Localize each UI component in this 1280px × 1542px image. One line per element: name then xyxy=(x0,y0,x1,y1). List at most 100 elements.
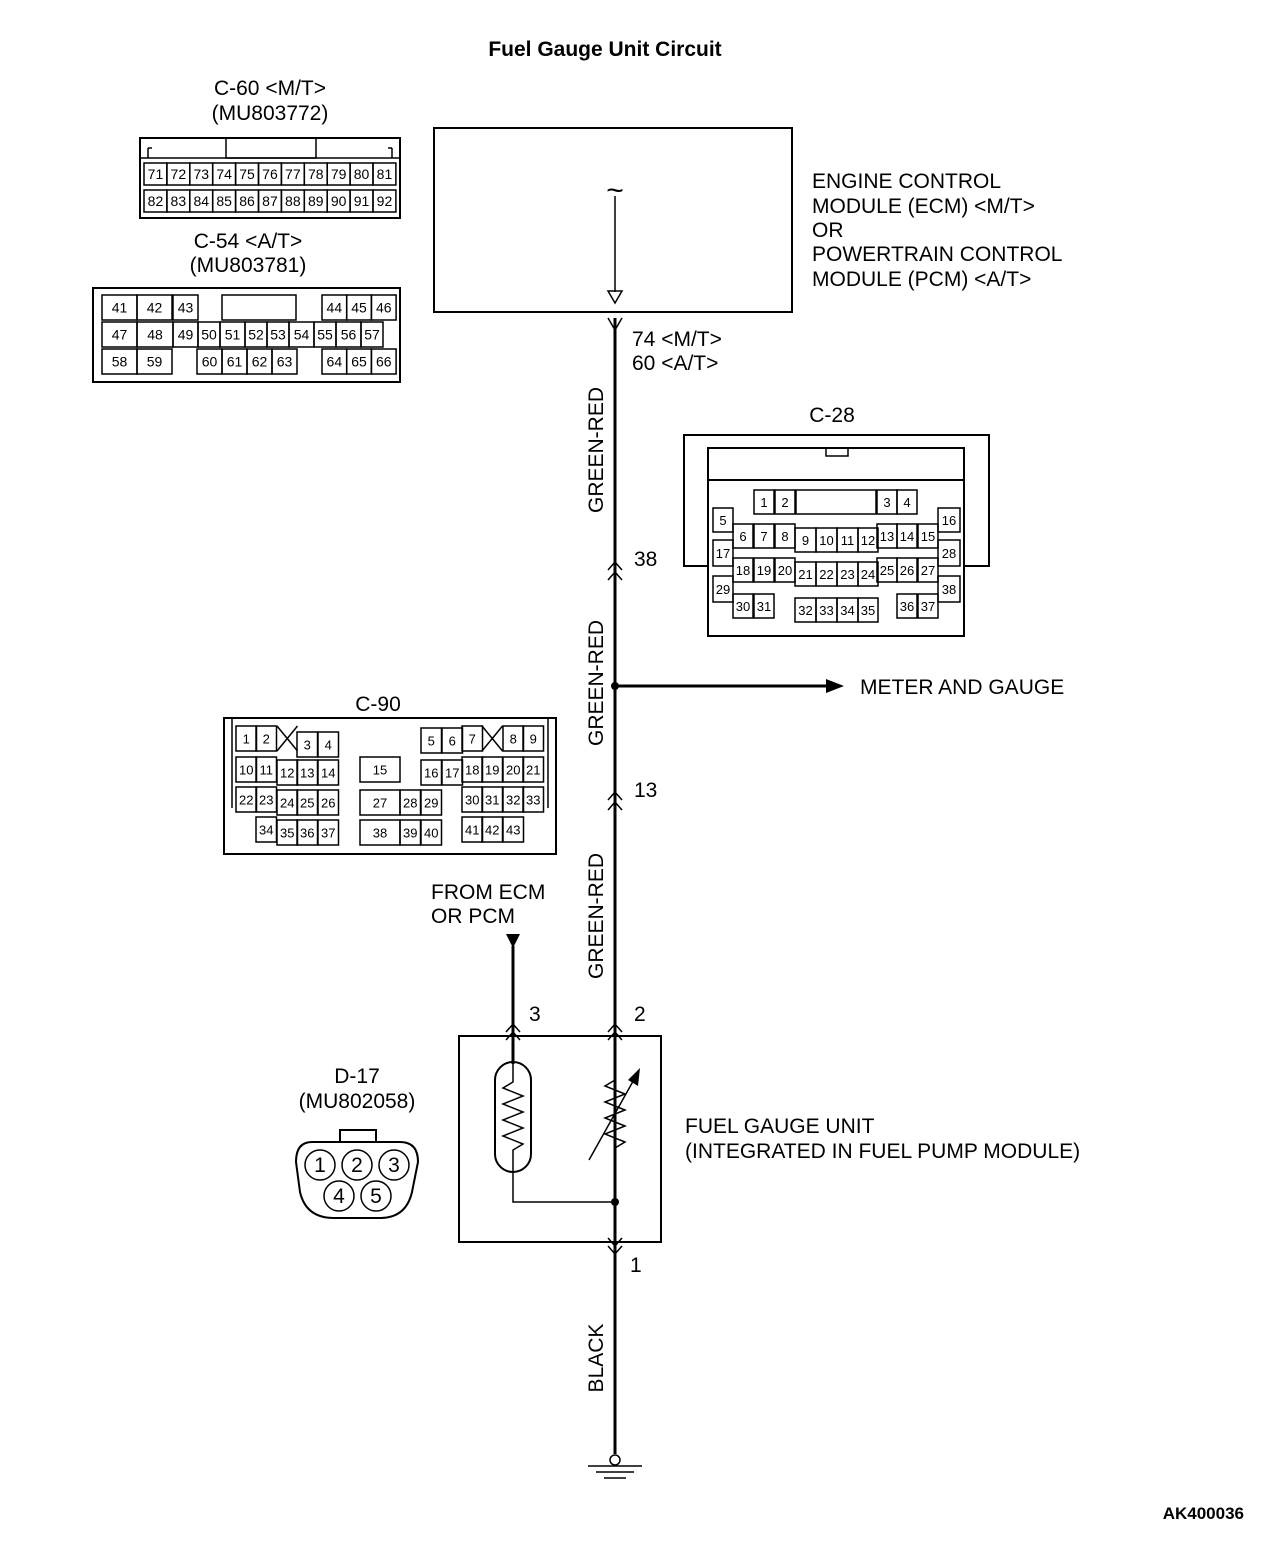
c60-pin-77: 77 xyxy=(285,166,301,182)
d17-pin-2: 2 xyxy=(351,1154,363,1177)
c28-pin-35: 35 xyxy=(861,603,875,618)
c54-pin-50: 50 xyxy=(201,327,217,343)
c90-pin-4-cell xyxy=(317,731,340,758)
c28-pin-13: 13 xyxy=(880,529,894,544)
c28-pin-6: 6 xyxy=(739,529,746,544)
c90-pin-30: 30 xyxy=(465,793,479,808)
c90-pin-29: 29 xyxy=(424,796,438,811)
c28-pin-22: 22 xyxy=(819,567,833,582)
c54-pin-62: 62 xyxy=(252,354,268,370)
c60-pin-92-cell xyxy=(372,189,397,213)
c28-pin-18-cell xyxy=(732,557,754,583)
c54-pin-43: 43 xyxy=(178,300,194,316)
c28-pin-29-cell xyxy=(712,575,734,603)
c90-pin-20: 20 xyxy=(506,763,520,778)
ecm-module: ~ ENGINE CONTROL MODULE (ECM) <M/T> OR P… xyxy=(433,127,1062,313)
c60-pin-88: 88 xyxy=(285,193,301,209)
c60-pin-78: 78 xyxy=(308,166,324,182)
c28-pin-30-cell xyxy=(732,593,754,619)
c90-pin-12: 12 xyxy=(280,766,294,781)
c28-pin-9: 9 xyxy=(802,533,809,548)
c90-pin-34: 34 xyxy=(259,823,273,838)
c54-pin-63-cell xyxy=(271,348,298,375)
c90-pin-7: 7 xyxy=(469,732,476,747)
c28-pin-10: 10 xyxy=(819,533,833,548)
c60-pin-75: 75 xyxy=(239,166,255,182)
c54-pin-46-cell xyxy=(370,294,397,321)
c28-pin-14-cell xyxy=(896,523,918,549)
c28-pin-18: 18 xyxy=(736,563,750,578)
c28-pin-28-cell xyxy=(937,539,961,567)
ground-symbol xyxy=(588,1454,642,1479)
c54-pin-52: 52 xyxy=(248,327,264,343)
c54-pin-49: 49 xyxy=(178,327,194,343)
c54-pin-42: 42 xyxy=(147,300,163,316)
c90-pin-43: 43 xyxy=(506,823,520,838)
c28-pin-6-cell xyxy=(732,523,754,549)
c90-pin-26: 26 xyxy=(321,796,335,811)
pin-2-label: 2 xyxy=(634,1003,646,1026)
c28-pin-16-cell xyxy=(937,507,961,533)
meter-gauge-branch: METER AND GAUGE xyxy=(611,676,1064,699)
c60-pin-85: 85 xyxy=(216,193,232,209)
c90-pin-4: 4 xyxy=(325,738,332,753)
c54-pin-57: 57 xyxy=(364,327,380,343)
ecm-pin-at: 60 <A/T> xyxy=(632,352,718,375)
c28-pin-29: 29 xyxy=(716,582,730,597)
c28-pin-37-cell xyxy=(917,593,939,619)
pin-3-label: 3 xyxy=(529,1003,541,1026)
c90-blank-mark-2 xyxy=(481,725,504,752)
wire-color-ground: BLACK xyxy=(585,1324,608,1393)
c60-pin-82: 82 xyxy=(148,193,164,209)
d17-pin-3: 3 xyxy=(388,1154,400,1177)
c28-pin-3: 3 xyxy=(883,495,890,510)
c60-pin-89: 89 xyxy=(308,193,324,209)
c28-pin-28: 28 xyxy=(942,546,956,561)
ecm-symbol: ~ xyxy=(606,174,624,207)
c28-pin-36-cell xyxy=(896,593,918,619)
c28-pin-37: 37 xyxy=(921,599,935,614)
c54-pin-66: 66 xyxy=(376,354,392,370)
c60-pin-81: 81 xyxy=(377,166,393,182)
c60-pin-86: 86 xyxy=(239,193,255,209)
ecm-label-line-5: MODULE (PCM) <A/T> xyxy=(812,268,1031,291)
c28-pin-4: 4 xyxy=(903,495,910,510)
fuel-gauge-label-2: (INTEGRATED IN FUEL PUMP MODULE) xyxy=(685,1140,1080,1163)
c90-pin-15-cell xyxy=(359,756,401,783)
c90-pin-38: 38 xyxy=(373,826,387,841)
c28-pin-35-cell xyxy=(857,597,879,623)
c54-pin-64: 64 xyxy=(327,354,343,370)
c60-pin-92: 92 xyxy=(377,193,393,209)
c90-pin-7-cell xyxy=(461,725,484,752)
c28-pin-7-cell xyxy=(753,523,775,549)
c90-pin-9-cell xyxy=(522,725,545,752)
c28-pin-11: 11 xyxy=(841,533,855,548)
ecm-label-line-1: ENGINE CONTROL xyxy=(812,170,1001,193)
c60-pin-81-cell xyxy=(372,162,397,186)
connector-c54-part: (MU803781) xyxy=(190,254,307,277)
c28-pin-20: 20 xyxy=(778,563,792,578)
c90-pin-16: 16 xyxy=(424,766,438,781)
figure-id: AK400036 xyxy=(1163,1504,1244,1523)
c90-pin-40: 40 xyxy=(424,826,438,841)
c90-pin-21: 21 xyxy=(526,763,540,778)
connector-d17: D-17 (MU802058) 1 2 3 4 5 xyxy=(294,1065,420,1219)
diagram-title: Fuel Gauge Unit Circuit xyxy=(488,38,721,61)
c90-pin-1: 1 xyxy=(243,732,250,747)
c28-pin-34: 34 xyxy=(840,603,854,618)
c60-pin-73: 73 xyxy=(193,166,209,182)
c54-pin-55: 55 xyxy=(317,327,333,343)
c28-pin-25: 25 xyxy=(880,563,894,578)
c90-pin-41: 41 xyxy=(465,823,479,838)
c54-pin-63: 63 xyxy=(277,354,293,370)
c60-pin-80: 80 xyxy=(354,166,370,182)
c54-pin-57-cell xyxy=(360,321,384,348)
c60-pin-87: 87 xyxy=(262,193,278,209)
c28-pin-33: 33 xyxy=(819,603,833,618)
c90-pin-10: 10 xyxy=(239,763,253,778)
c54-pin-61: 61 xyxy=(227,354,243,370)
c28-pin-17: 17 xyxy=(716,546,730,561)
c28-pin-30: 30 xyxy=(736,599,750,614)
